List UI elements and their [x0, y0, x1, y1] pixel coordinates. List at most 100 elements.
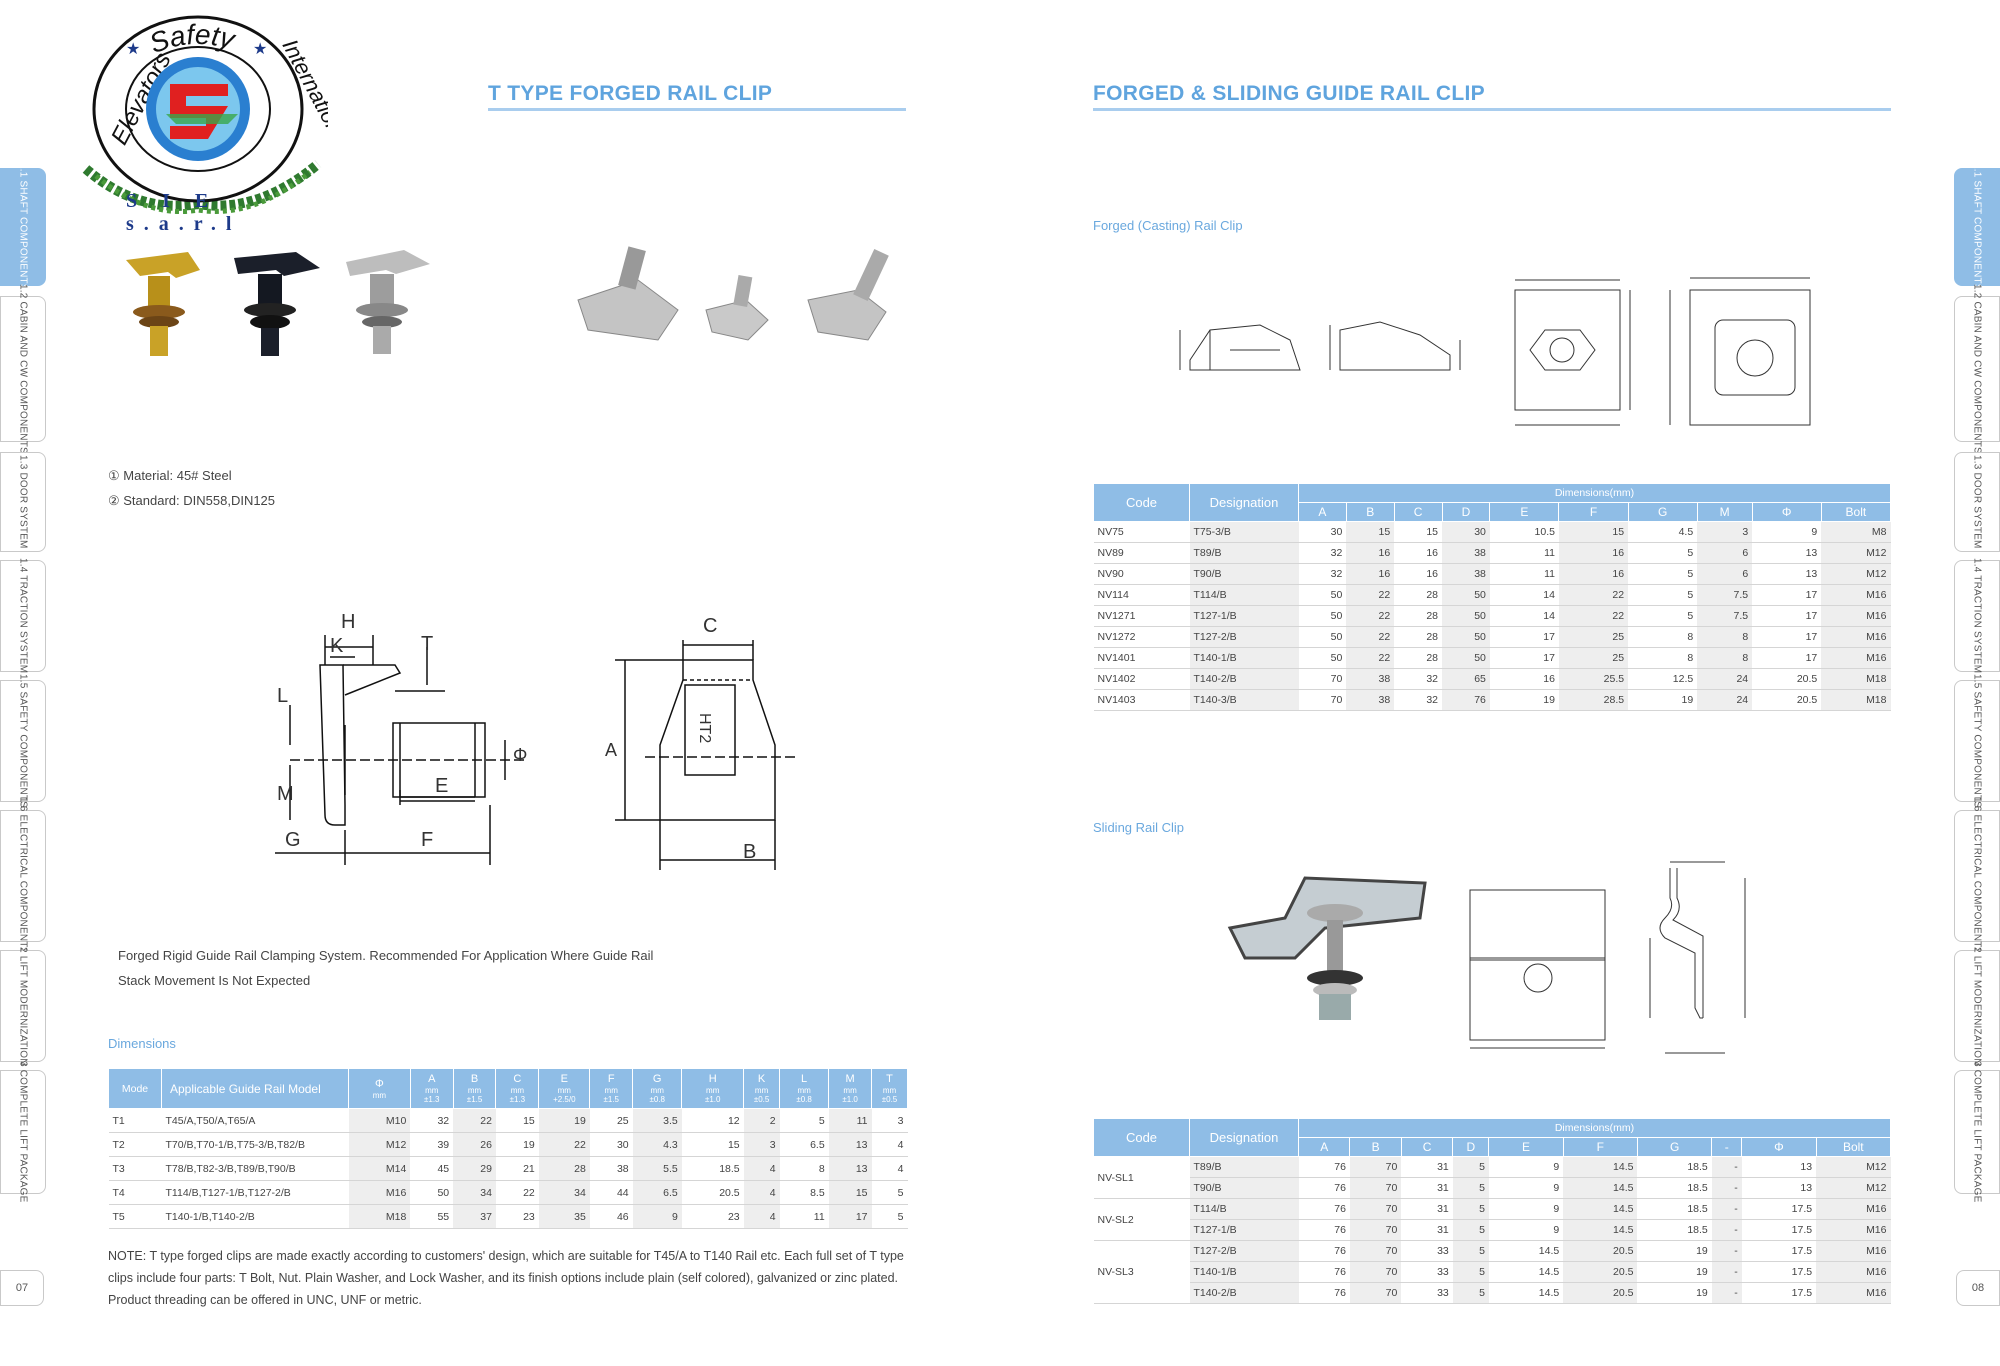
table-cell: 14	[1489, 605, 1559, 627]
side-tab-left-1[interactable]: 1.1 SHAFT COMPONENTS	[0, 163, 46, 291]
table-cell: 70	[1349, 1177, 1402, 1199]
silver-t-clip-photo	[346, 250, 430, 354]
col-header-mode: Mode	[108, 1068, 162, 1109]
table-cell: T127-1/B	[1189, 605, 1299, 627]
table-cell: 4	[871, 1156, 908, 1181]
table-cell: 28	[1394, 605, 1443, 627]
table-cell: 5	[1628, 605, 1698, 627]
col-header-dim: C	[1400, 1137, 1454, 1157]
side-tab-left-7[interactable]: 2 LIFT MODERNIZATION	[0, 947, 46, 1065]
table-cell: 70	[1349, 1261, 1402, 1283]
table-cell: T70/B,T70-1/B,T75-3/B,T82/B	[161, 1132, 349, 1157]
table-cell: 16	[1394, 542, 1443, 564]
table-cell: -	[1711, 1261, 1742, 1283]
table-cell: 34	[453, 1180, 496, 1205]
table-cell: 15	[828, 1180, 872, 1205]
table-cell: -	[1711, 1156, 1742, 1178]
table-cell: 19	[1637, 1240, 1712, 1262]
table-cell: NV90	[1093, 563, 1190, 585]
table-cell: 50	[1298, 605, 1347, 627]
table-cell: 3	[871, 1108, 908, 1133]
dim-label-g: G	[285, 829, 301, 851]
table-cell: 5	[1452, 1198, 1489, 1220]
table-cell: 31	[1401, 1156, 1453, 1178]
table-cell: 19	[1637, 1282, 1712, 1304]
side-tab-left-3[interactable]: 1.3 DOOR SYSTEM	[0, 452, 46, 552]
table-cell: 20.5	[1752, 689, 1822, 711]
col-header-dim: Bolt	[1820, 502, 1892, 522]
side-tab-right-2[interactable]: 1.2 CABIN AND CW COMPONENTS	[1954, 284, 2000, 454]
side-tab-label: 1.6 ELECTRICAL COMPONENTS	[17, 797, 29, 955]
table-cell: 14.5	[1563, 1198, 1638, 1220]
table-cell: 32	[410, 1108, 454, 1133]
dim-label-h: H	[341, 611, 356, 633]
side-tab-left-5[interactable]: 1.5 SAFETY COMPONENTS	[0, 674, 46, 808]
table-cell: 15	[1558, 521, 1629, 543]
side-tab-right-8[interactable]: 3 COMPLETE LIFT PACKAGE	[1954, 1061, 2000, 1203]
table-cell: T140-2/B	[1189, 668, 1299, 690]
table-cell: 34	[538, 1180, 590, 1205]
table-cell: 18.5	[1637, 1156, 1712, 1178]
table-cell: 23	[681, 1204, 744, 1229]
side-tab-left-6[interactable]: 1.6 ELECTRICAL COMPONENTS	[0, 797, 46, 955]
table-cell: 28	[1394, 647, 1443, 669]
side-tab-right-3[interactable]: 1.3 DOOR SYSTEM	[1954, 452, 2000, 552]
side-tab-left-2[interactable]: 1.2 CABIN AND CW COMPONENTS	[0, 284, 46, 454]
table-cell: T114/B	[1189, 1198, 1299, 1220]
table-cell: 33	[1401, 1261, 1453, 1283]
side-tab-right-7[interactable]: 2 LIFT MODERNIZATION	[1954, 947, 2000, 1065]
table-cell: 4	[743, 1204, 780, 1229]
side-tab-right-6[interactable]: 1.6 ELECTRICAL COMPONENTS	[1954, 797, 2000, 955]
table-cell: 18.5	[681, 1156, 744, 1181]
table-cell: 16	[1489, 668, 1559, 690]
side-tab-left-4[interactable]: 1.4 TRACTION SYSTEM	[0, 558, 46, 674]
note-line-3: Product threading can be offered in UNC,…	[108, 1293, 422, 1307]
table-cell: NV1403	[1093, 689, 1190, 711]
table-cell: 37	[453, 1204, 496, 1229]
table-cell: 14.5	[1563, 1177, 1638, 1199]
table-cell: 38	[1442, 542, 1490, 564]
table-cell: 35	[538, 1204, 590, 1229]
table-cell-code: NV-SL1	[1093, 1156, 1190, 1199]
col-header-dimensions: Dimensions(mm)	[1298, 483, 1891, 503]
side-tab-label: 1.1 SHAFT COMPONENTS	[1971, 163, 1983, 291]
table-cell: T127-2/B	[1189, 626, 1299, 648]
table-cell: 4	[743, 1180, 780, 1205]
table-cell: 76	[1298, 1177, 1350, 1199]
table-cell: 5	[779, 1108, 829, 1133]
table-cell: 20.5	[1563, 1282, 1638, 1304]
table-cell: M16	[1816, 1198, 1891, 1220]
table-cell: T45/A,T50/A,T65/A	[161, 1108, 349, 1133]
col-header-dim: D	[1441, 502, 1491, 522]
side-tab-right-4[interactable]: 1.4 TRACTION SYSTEM	[1954, 558, 2000, 674]
table-cell: 28.5	[1558, 689, 1629, 711]
table-cell: 5	[871, 1180, 908, 1205]
dim-label-b: B	[743, 841, 757, 863]
table-cell: 15	[1346, 521, 1395, 543]
table-cell: 14.5	[1563, 1156, 1638, 1178]
col-header-dimensions: Dimensions(mm)	[1298, 1118, 1891, 1138]
table-cell: 38	[1442, 563, 1490, 585]
title-rule-left	[488, 108, 906, 111]
table-cell: 17.5	[1741, 1219, 1817, 1241]
table-cell: 76	[1298, 1198, 1350, 1220]
table-cell: T4	[108, 1180, 162, 1205]
col-header-dim: G	[1636, 1137, 1713, 1157]
side-tab-left-8[interactable]: 3 COMPLETE LIFT PACKAGE	[0, 1061, 46, 1203]
table-cell: 18.5	[1637, 1198, 1712, 1220]
side-tab-right-5[interactable]: 1.5 SAFETY COMPONENTS	[1954, 674, 2000, 808]
table-cell: 15	[495, 1108, 539, 1133]
table-cell: 7.5	[1697, 584, 1753, 606]
side-tab-right-1[interactable]: 1.1 SHAFT COMPONENTS	[1954, 163, 2000, 291]
table-cell: M12	[1821, 542, 1891, 564]
table-cell: 70	[1349, 1219, 1402, 1241]
table-cell: 31	[1401, 1219, 1453, 1241]
col-header-dim: E	[1488, 1137, 1564, 1157]
table-cell: 9	[632, 1204, 682, 1229]
